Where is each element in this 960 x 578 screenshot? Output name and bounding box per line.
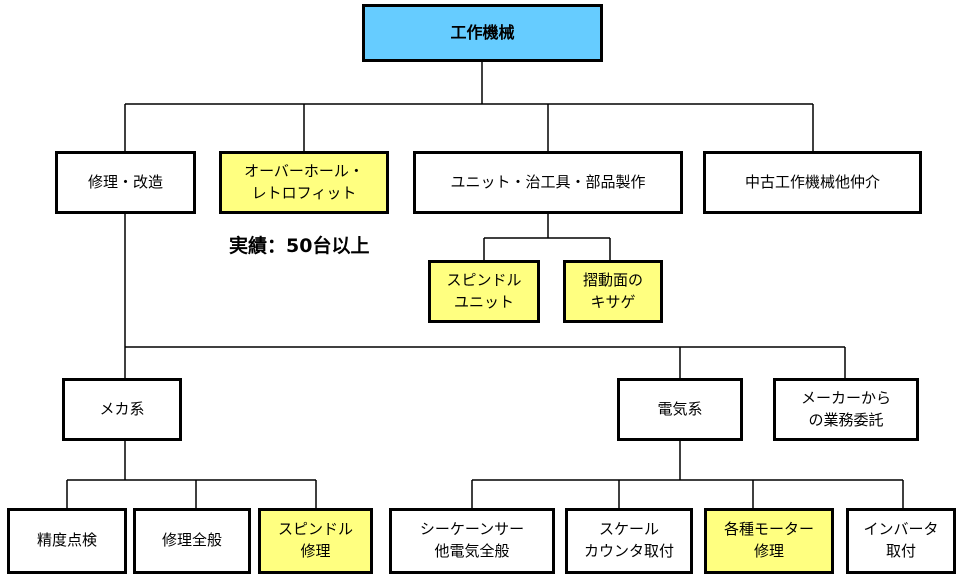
mechanical-system: メカ系 — [62, 378, 182, 441]
motor-repair: 各種モーター 修理 — [704, 508, 834, 574]
spindle-unit: スピンドル ユニット — [428, 260, 540, 323]
spindle-repair: スピンドル 修理 — [258, 508, 373, 574]
scale-counter-installation: スケール カウンタ取付 — [565, 508, 693, 574]
manufacturer-outsourcing: メーカーから の業務委託 — [773, 378, 919, 441]
category-overhaul-retrofit: オーバーホール・ レトロフィット — [219, 151, 389, 214]
accuracy-inspection: 精度点検 — [7, 508, 127, 574]
sliding-surface-scraping: 摺動面の キサゲ — [563, 260, 663, 323]
category-unit-jig-parts: ユニット・治工具・部品製作 — [413, 151, 683, 214]
electrical-system: 電気系 — [617, 378, 743, 441]
sequencer-general-electrical: シーケーンサー 他電気全般 — [389, 508, 555, 574]
inverter-installation: インバータ 取付 — [846, 508, 956, 574]
category-used-machine-brokerage: 中古工作機械他仲介 — [703, 151, 922, 214]
category-repair-modification: 修理・改造 — [55, 151, 196, 214]
general-repair: 修理全般 — [133, 508, 251, 574]
overhaul-achievement-note: 実績：50台以上 — [229, 235, 370, 257]
root-machine-tools: 工作機械 — [362, 4, 603, 62]
